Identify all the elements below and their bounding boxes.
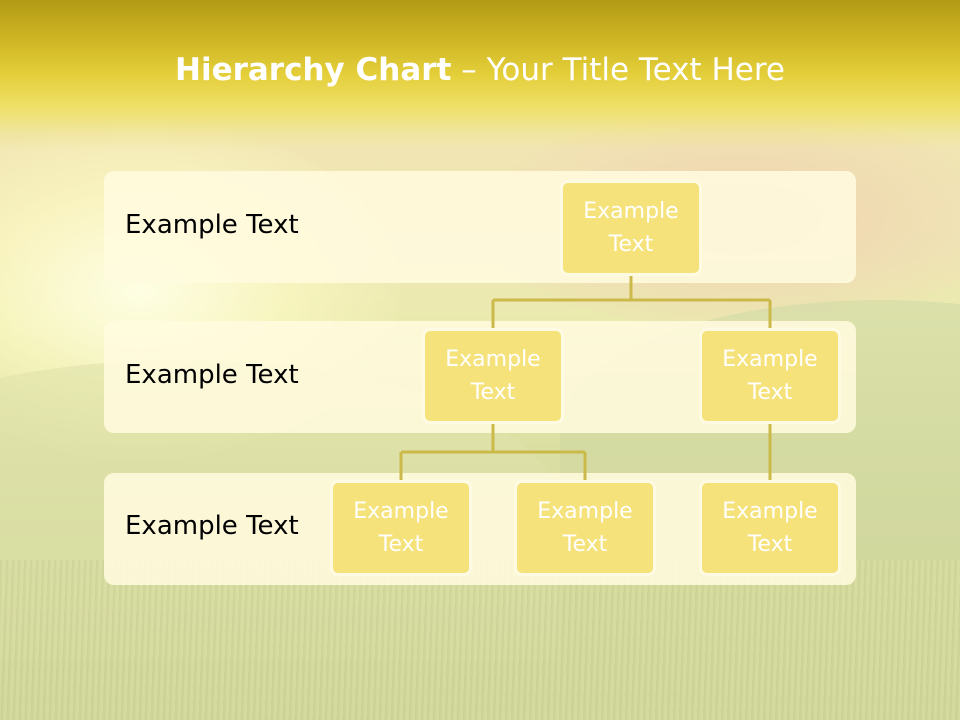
- level-label-3: Example Text: [125, 511, 299, 541]
- node-leaf-2[interactable]: Example Text: [514, 480, 656, 576]
- node-leaf-1[interactable]: Example Text: [330, 480, 472, 576]
- slide-title-bold: Hierarchy Chart: [175, 52, 452, 88]
- title-band: [0, 0, 960, 150]
- node-mid-left[interactable]: Example Text: [422, 328, 564, 424]
- slide-title: Hierarchy Chart – Your Title Text Here: [0, 52, 960, 88]
- level-row-1: [104, 171, 856, 283]
- level-label-2: Example Text: [125, 360, 299, 390]
- node-root[interactable]: Example Text: [560, 180, 702, 276]
- level-label-1: Example Text: [125, 210, 299, 240]
- node-mid-right[interactable]: Example Text: [699, 328, 841, 424]
- slide-title-rest: – Your Title Text Here: [451, 52, 785, 88]
- background-grass: [0, 560, 960, 720]
- node-leaf-3[interactable]: Example Text: [699, 480, 841, 576]
